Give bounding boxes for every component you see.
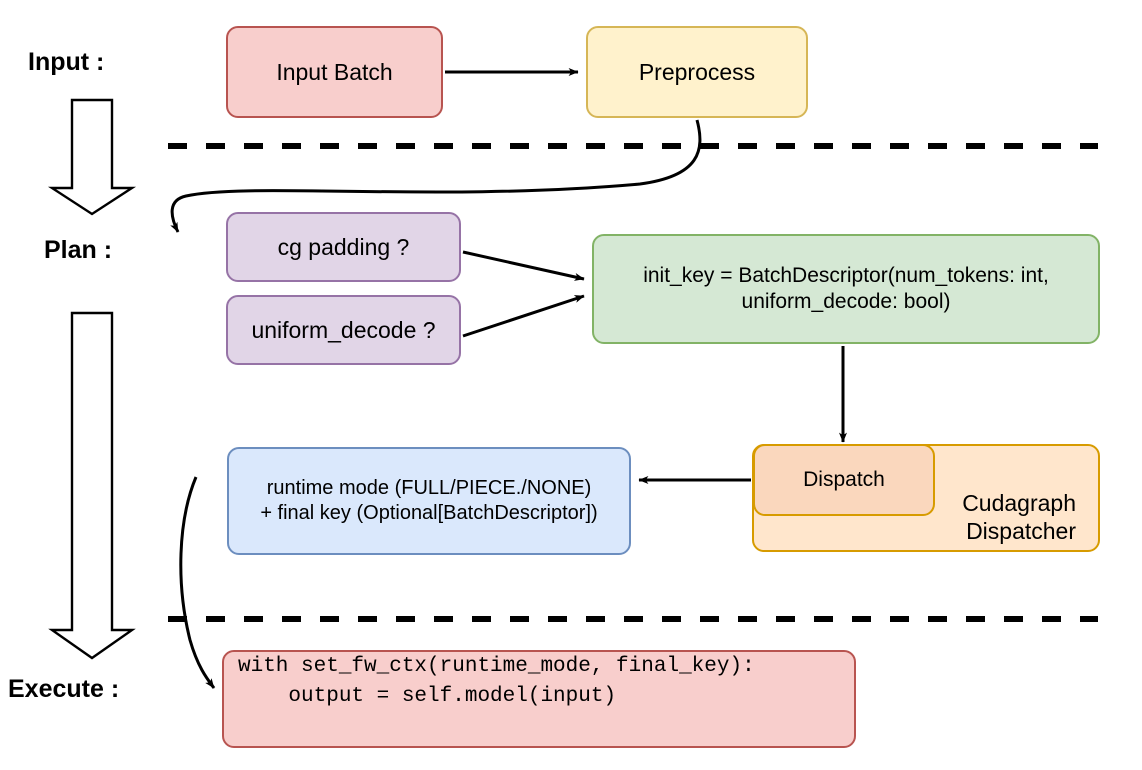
stage-label-execute: Execute : <box>8 675 120 703</box>
node-dispatch[interactable]: Dispatch <box>753 444 935 516</box>
node-runtime-mode[interactable]: runtime mode (FULL/PIECE./NONE) + final … <box>227 447 631 555</box>
edge-runtime-mode-to-code <box>179 476 216 689</box>
stage-label-plan: Plan : <box>44 236 113 264</box>
node-execute-code-line2: output = self.model(input) <box>238 685 617 709</box>
node-preprocess[interactable]: Preprocess <box>586 26 808 118</box>
node-cudagraph-dispatcher-line2: Dispatcher <box>966 518 1076 545</box>
node-runtime-mode-line1: runtime mode (FULL/PIECE./NONE) <box>266 477 592 499</box>
node-dispatch-label: Dispatch <box>803 467 885 491</box>
node-uniform-decode[interactable]: uniform_decode ? <box>226 295 461 365</box>
node-preprocess-label: Preprocess <box>638 58 756 85</box>
input-to-plan-block-arrow <box>47 98 137 216</box>
node-runtime-mode-line2: + final key (Optional[BatchDescriptor]) <box>260 502 598 524</box>
edge-uniform-decode-to-init-key <box>462 294 585 338</box>
edge-cg-padding-to-init-key <box>462 250 585 281</box>
node-input-batch-label: Input Batch <box>276 58 393 85</box>
stage-label-input: Input : <box>28 48 105 76</box>
node-init-key-line1: init_key = BatchDescriptor(num_tokens: i… <box>643 263 1049 287</box>
node-cg-padding[interactable]: cg padding ? <box>226 212 461 282</box>
node-uniform-decode-label: uniform_decode ? <box>251 316 436 343</box>
node-init-key-line2: uniform_decode: bool) <box>741 290 951 313</box>
node-execute-code-line1: with set_fw_ctx(runtime_mode, final_key)… <box>238 655 755 678</box>
node-cudagraph-dispatcher-line1: Cudagraph <box>962 489 1076 516</box>
node-cg-padding-label: cg padding ? <box>277 233 410 260</box>
plan-to-execute-block-arrow <box>48 311 136 660</box>
node-execute-code[interactable]: with set_fw_ctx(runtime_mode, final_key)… <box>222 650 856 748</box>
node-init-key[interactable]: init_key = BatchDescriptor(num_tokens: i… <box>592 234 1100 344</box>
node-input-batch[interactable]: Input Batch <box>226 26 443 118</box>
